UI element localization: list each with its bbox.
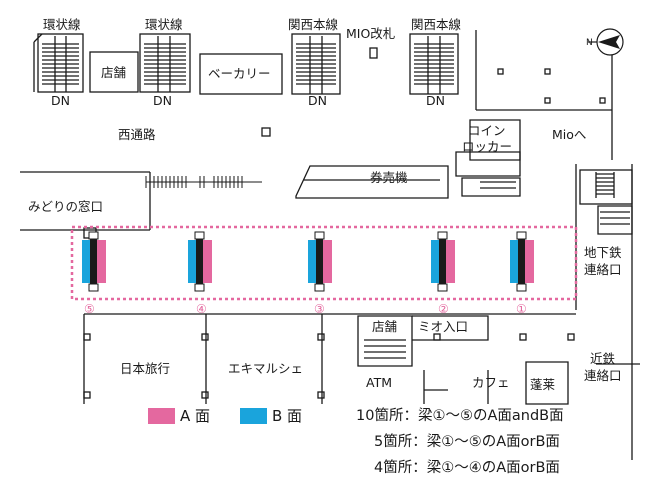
label-subway-2: 連絡口 <box>584 262 622 277</box>
beam-a-face <box>323 240 332 283</box>
beam-label-3: ③ <box>314 302 325 316</box>
stair-right <box>579 169 633 235</box>
beam-a-face <box>97 240 106 283</box>
stair-kansai-1 <box>291 33 341 95</box>
note-line-3: 4箇所：梁①～④のA面orB面 <box>374 460 560 476</box>
beam-cap-top <box>437 231 448 240</box>
stair-kanjo-2 <box>139 33 191 93</box>
label-horai: 蓬莱 <box>530 377 556 392</box>
beam-cap-bottom <box>194 283 205 292</box>
beam-b-face <box>431 240 439 283</box>
beam-label-4: ④ <box>196 302 207 316</box>
legend-a-label: A 面 <box>180 407 211 425</box>
label-midori: みどりの窓口 <box>28 199 104 214</box>
label-kintetsu-1: 近鉄 <box>590 351 616 366</box>
label-tenpo-top: 店舗 <box>101 65 127 80</box>
beam-3 <box>308 231 332 292</box>
label-subway-1: 地下鉄 <box>584 245 622 260</box>
beams-group <box>82 231 534 292</box>
label-kanjo-1: 環状線 <box>43 17 81 32</box>
beam-label-5: ⑤ <box>84 302 95 316</box>
label-to-mio: Mioへ <box>552 127 587 142</box>
beam-b-face <box>82 240 90 283</box>
beam-core <box>90 238 97 285</box>
label-kansai-1: 関西本線 <box>288 17 339 32</box>
label-kansai-2: 関西本線 <box>411 17 462 32</box>
label-kintetsu-2: 連絡口 <box>584 368 622 383</box>
label-dn-1: DN <box>51 93 70 108</box>
label-ekimarche: エキマルシェ <box>228 361 304 376</box>
note-line-1: 10箇所：梁①～⑤のA面andB面 <box>356 408 564 424</box>
beam-4 <box>188 231 212 292</box>
beam-b-face <box>308 240 316 283</box>
label-nihon-ryoko: 日本旅行 <box>120 361 171 376</box>
beam-core <box>439 238 446 285</box>
beam-a-face <box>203 240 212 283</box>
beam-area-outline <box>70 225 578 301</box>
stair-kanjo-1 <box>33 33 84 93</box>
label-tenpo-bottom: 店舗 <box>372 319 398 334</box>
legend-a-swatch <box>148 408 175 424</box>
legend-b-label: B 面 <box>272 407 303 425</box>
beam-core <box>316 238 323 285</box>
beam-label-2: ② <box>438 302 449 316</box>
beam-core <box>518 238 525 285</box>
beam-cap-bottom <box>437 283 448 292</box>
beam-5 <box>82 231 106 292</box>
label-coin-1: コイン <box>468 123 506 138</box>
beam-b-face <box>188 240 196 283</box>
label-dn-3: DN <box>308 93 327 108</box>
beam-label-1: ① <box>516 302 527 316</box>
label-atm: ATM <box>366 375 393 390</box>
legend-b-swatch <box>240 408 267 424</box>
beam-cap-bottom <box>314 283 325 292</box>
beam-b-face <box>510 240 518 283</box>
beam-1 <box>510 231 534 292</box>
label-mio-gate: MIO改札 <box>346 26 396 41</box>
compass-n-label: N <box>586 38 593 48</box>
label-kanjo-2: 環状線 <box>145 17 183 32</box>
label-mio-entrance: ミオ入口 <box>418 319 469 334</box>
beam-2 <box>431 231 455 292</box>
note-line-2: 5箇所：梁①～⑤のA面orB面 <box>374 434 560 450</box>
beam-cap-bottom <box>516 283 527 292</box>
beam-a-face <box>446 240 455 283</box>
label-cafe: カフェ <box>472 375 510 390</box>
compass-icon <box>588 28 624 56</box>
label-dn-4: DN <box>426 93 445 108</box>
ticket-machine-block <box>295 165 449 199</box>
beam-cap-top <box>516 231 527 240</box>
label-dn-2: DN <box>153 93 172 108</box>
beam-a-face <box>525 240 534 283</box>
label-ticket-machine: 券売機 <box>370 170 408 185</box>
stair-kansai-2 <box>409 33 459 95</box>
shop-top <box>89 51 139 93</box>
bakery-box <box>199 53 283 95</box>
beam-cap-top <box>314 231 325 240</box>
beam-core <box>196 238 203 285</box>
midori-box <box>20 171 151 231</box>
label-coin-2: ロッカー <box>462 139 513 154</box>
beam-cap-top <box>194 231 205 240</box>
beam-cap-bottom <box>88 283 99 292</box>
beam-cap-top <box>88 231 99 240</box>
label-bakery: ベーカリー <box>208 66 271 81</box>
label-west-passage: 西通路 <box>118 127 156 142</box>
